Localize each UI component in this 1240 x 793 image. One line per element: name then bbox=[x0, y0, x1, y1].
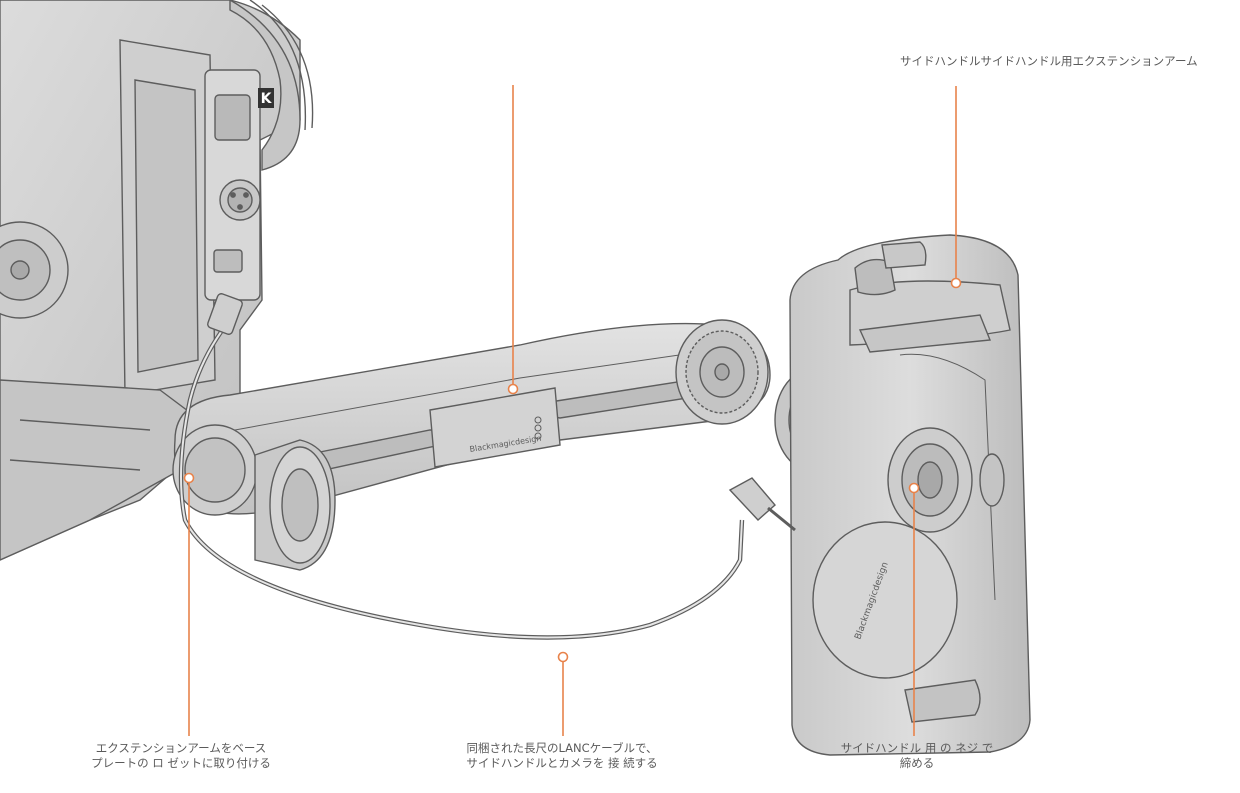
callout-dot-mount bbox=[183, 472, 195, 484]
callout-dot-side-handle-arm bbox=[950, 277, 962, 289]
side-handle bbox=[774, 234, 1031, 756]
label-mount-arm-line-2: プレートの ロ ゼットに取り付ける bbox=[91, 756, 271, 770]
callout-lines bbox=[188, 85, 957, 736]
callout-dot-arm bbox=[507, 383, 519, 395]
camera-badge-icon: K bbox=[258, 88, 274, 108]
label-tighten-line-1: サイドハンドル 用 の ネジ で bbox=[840, 741, 994, 755]
label-side-handle-arm-text: サイドハンドルサイドハンドル用エクステンションアーム bbox=[900, 54, 1198, 68]
callout-dots bbox=[183, 277, 962, 663]
label-tighten-line-2: 締める bbox=[899, 756, 935, 770]
label-mount-arm: エクステンションアームをベース プレートの ロ ゼットに取り付ける bbox=[56, 741, 306, 771]
arm-logo-icon bbox=[534, 416, 542, 440]
callout-dot-lanc bbox=[557, 651, 569, 663]
label-lanc-line-2: サイドハンドルとカメラを 接 続する bbox=[466, 756, 658, 770]
label-lanc-line-1: 同梱された長尺のLANCケーブルで、 bbox=[466, 741, 658, 755]
label-tighten-screw: サイドハンドル 用 の ネジ で 締める bbox=[812, 741, 1022, 771]
svg-text:K: K bbox=[261, 91, 273, 107]
lanc-cable bbox=[178, 293, 796, 640]
label-mount-arm-line-1: エクステンションアームをベース bbox=[95, 741, 267, 755]
label-lanc-cable: 同梱された長尺のLANCケーブルで、 サイドハンドルとカメラを 接 続する bbox=[432, 741, 692, 771]
camera-body bbox=[0, 0, 314, 561]
callout-dot-screw bbox=[908, 482, 920, 494]
label-side-handle-arm: サイドハンドルサイドハンドル用エクステンションアーム bbox=[900, 54, 1198, 69]
extension-arm bbox=[172, 319, 771, 571]
